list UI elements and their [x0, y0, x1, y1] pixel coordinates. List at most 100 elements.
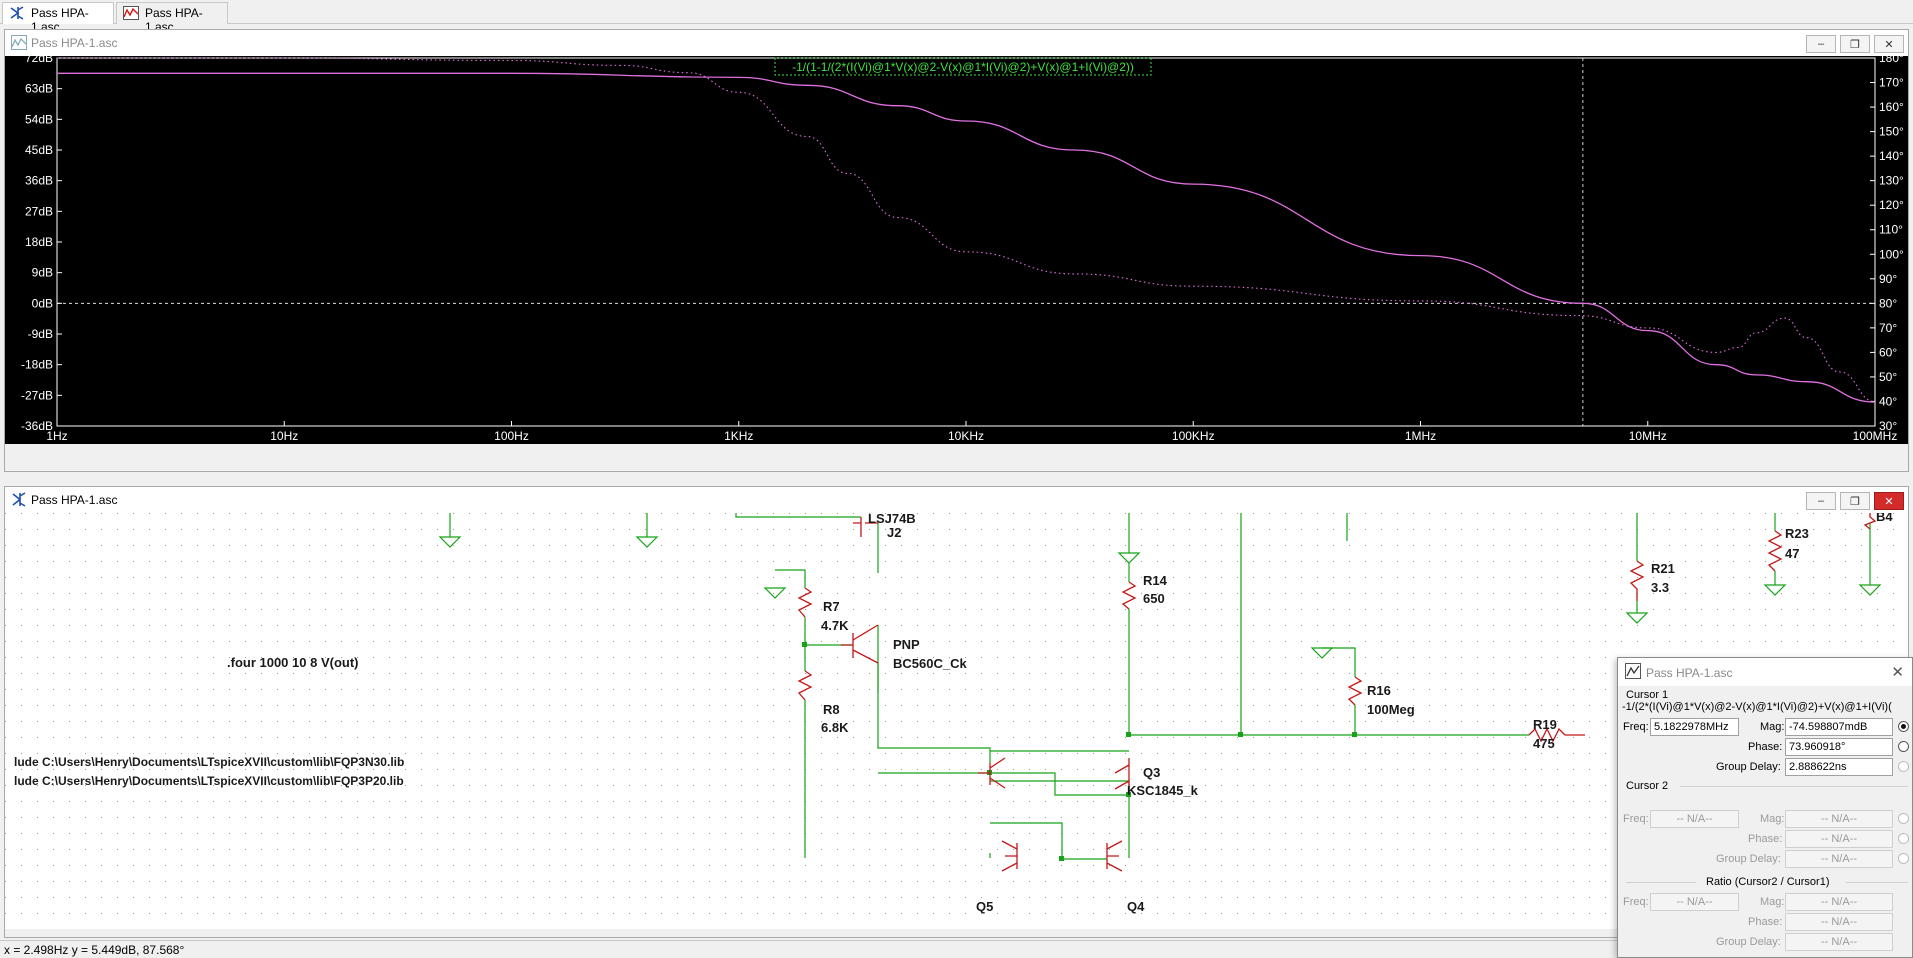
cursor1-phase-label: Phase: — [1748, 741, 1783, 753]
cursor-dialog-titlebar: Pass HPA-1.asc ✕ — [1618, 658, 1912, 686]
schematic-window: Pass HPA-1.asc – ❐ ✕ — [4, 486, 1909, 938]
y-left-tick-label: 54dB — [25, 112, 53, 126]
cursor2-phase-field[interactable]: -- N/A-- — [1785, 830, 1893, 848]
plot-frame — [56, 57, 1876, 427]
cursor2-group-delay-radio[interactable] — [1898, 853, 1909, 864]
ratio-phase-label: Phase: — [1748, 916, 1783, 928]
label-r21-value: 3.3 — [1651, 580, 1669, 595]
ratio-freq-label: Freq: — [1623, 896, 1649, 908]
label-q3-model: KSC1845_k — [1127, 783, 1199, 798]
y-left-tick-label: 36dB — [25, 174, 53, 188]
schematic-icon — [12, 492, 26, 507]
close-icon[interactable]: ✕ — [1891, 664, 1904, 681]
schematic-window-titlebar: Pass HPA-1.asc – ❐ ✕ — [5, 487, 1908, 513]
y-left-tick-label: -18dB — [21, 358, 53, 372]
minimize-icon: – — [1817, 495, 1825, 507]
cursor1-phase-field[interactable]: 73.960918° — [1785, 738, 1893, 756]
spice-directive-four[interactable]: .four 1000 10 8 V(out) — [227, 655, 358, 670]
cursor1-mag-field[interactable]: -74.598807mdB — [1785, 718, 1893, 736]
ratio-mag-field[interactable]: -- N/A-- — [1785, 893, 1893, 911]
y-right-tick-label: 60° — [1879, 345, 1897, 359]
cursor2-mag-radio[interactable] — [1898, 813, 1909, 824]
label-q5: Q5 — [976, 899, 993, 914]
cursor2-mag-label: Mag: — [1760, 813, 1785, 825]
waveform-icon — [123, 6, 139, 20]
cursor2-phase-radio[interactable] — [1898, 833, 1909, 844]
y-right-tick-label: 90° — [1879, 272, 1897, 286]
y-right-tick-label: 70° — [1879, 321, 1897, 335]
ratio-group-delay-field[interactable]: -- N/A-- — [1785, 933, 1893, 951]
trace-phase[interactable] — [57, 57, 1876, 403]
cursor2-freq-label: Freq: — [1623, 813, 1649, 825]
label-q3: Q3 — [1143, 765, 1160, 780]
x-tick-label: 100Hz — [494, 429, 529, 443]
cursor1-heading: Cursor 1 — [1626, 689, 1669, 701]
y-left-tick-label: 72dB — [25, 56, 53, 65]
cursor1-group-delay-radio[interactable] — [1898, 761, 1909, 772]
cursor1-mag-radio[interactable] — [1898, 721, 1909, 732]
waveform-window-title: Pass HPA-1.asc — [31, 36, 118, 50]
cursor1-phase-radio[interactable] — [1898, 741, 1909, 752]
y-left-tick-label: 9dB — [32, 266, 53, 280]
x-tick-label: 1MHz — [1405, 429, 1436, 443]
cursor1-mag-label: Mag: — [1760, 721, 1785, 733]
minimize-button[interactable]: – — [1806, 35, 1836, 53]
restore-icon: ❐ — [1850, 495, 1860, 508]
ratio-mag-label: Mag: — [1760, 896, 1785, 908]
trace-label-box[interactable] — [774, 57, 1152, 76]
y-right-tick-label: 50° — [1879, 370, 1897, 384]
label-r14-value: 650 — [1143, 591, 1165, 606]
y-left-tick-label: 27dB — [25, 204, 53, 218]
y-right-tick-label: 120° — [1879, 198, 1904, 212]
status-cursor-readout: x = 2.498Hz y = 5.449dB, 87.568° — [4, 943, 185, 957]
minimize-button[interactable]: – — [1806, 492, 1836, 510]
restore-button[interactable]: ❐ — [1840, 35, 1870, 53]
cursor-dialog: Pass HPA-1.asc ✕ Cursor 1 -1/(2*(I(Vi)@1… — [1617, 657, 1913, 958]
ratio-phase-field[interactable]: -- N/A-- — [1785, 913, 1893, 931]
cursor2-mag-field[interactable]: -- N/A-- — [1785, 810, 1893, 828]
resistor-symbols — [797, 513, 1877, 743]
restore-icon: ❐ — [1850, 38, 1860, 51]
cursor2-group-delay-field[interactable]: -- N/A-- — [1785, 850, 1893, 868]
label-pnp: PNP — [893, 637, 920, 652]
label-r23: R23 — [1785, 526, 1809, 541]
ratio-group-line-left — [1626, 882, 1696, 883]
close-button[interactable]: ✕ — [1874, 492, 1904, 510]
tab-schematic[interactable]: Pass HPA-1.asc — [2, 2, 114, 34]
label-r21: R21 — [1651, 561, 1675, 576]
y-right-tick-label: 150° — [1879, 125, 1904, 139]
wires — [449, 513, 1871, 860]
cursor1-freq-field[interactable]: 5.1822978MHz — [1650, 718, 1739, 736]
cursor1-group-delay-field[interactable]: 2.888622ns — [1785, 758, 1893, 776]
label-r7-value: 4.7K — [821, 618, 849, 633]
y-right-tick-label: 160° — [1879, 100, 1904, 114]
cursor2-phase-label: Phase: — [1748, 833, 1783, 845]
y-left-tick-label: 45dB — [25, 143, 53, 157]
x-tick-label: 1KHz — [724, 429, 753, 443]
cursor2-group-delay-label: Group Delay: — [1716, 853, 1781, 865]
tab-waveform[interactable]: Pass HPA-1.asc — [116, 2, 228, 34]
ratio-heading: Ratio (Cursor2 / Cursor1) — [1706, 876, 1830, 888]
x-tick-label: 10MHz — [1629, 429, 1667, 443]
spice-directive-include-1[interactable]: lude C:\Users\Henry\Documents\LTspiceXVI… — [14, 755, 404, 769]
trace-expression-label[interactable]: -1/(1-1/(2*(I(Vi)@1*V(x)@2-V(x)@1*I(Vi)@… — [792, 60, 1134, 74]
schematic-canvas[interactable]: LSJ74B J2 R7 4.7K PNP BC560C_Ck R8 6.8K … — [5, 513, 1908, 929]
cursor-dialog-title: Pass HPA-1.asc — [1646, 666, 1733, 680]
close-button[interactable]: ✕ — [1874, 35, 1904, 53]
label-r14: R14 — [1143, 573, 1168, 588]
trace-magnitude[interactable] — [57, 72, 1876, 403]
document-tab-bar: Pass HPA-1.asc Pass HPA-1.asc — [0, 0, 1913, 34]
transistor-symbols — [841, 517, 1130, 872]
status-bar: x = 2.498Hz y = 5.449dB, 87.568° — [0, 940, 1913, 958]
spice-directive-include-2[interactable]: lude C:\Users\Henry\Documents\LTspiceXVI… — [14, 774, 404, 788]
y-right-tick-label: 110° — [1879, 223, 1903, 237]
ratio-freq-field[interactable]: -- N/A-- — [1650, 893, 1739, 911]
ratio-group-delay-label: Group Delay: — [1716, 936, 1781, 948]
schematic-drawing[interactable]: LSJ74B J2 R7 4.7K PNP BC560C_Ck R8 6.8K … — [5, 513, 1908, 929]
cursor2-freq-field[interactable]: -- N/A-- — [1650, 810, 1739, 828]
label-r8: R8 — [823, 702, 840, 717]
restore-button[interactable]: ❐ — [1840, 492, 1870, 510]
